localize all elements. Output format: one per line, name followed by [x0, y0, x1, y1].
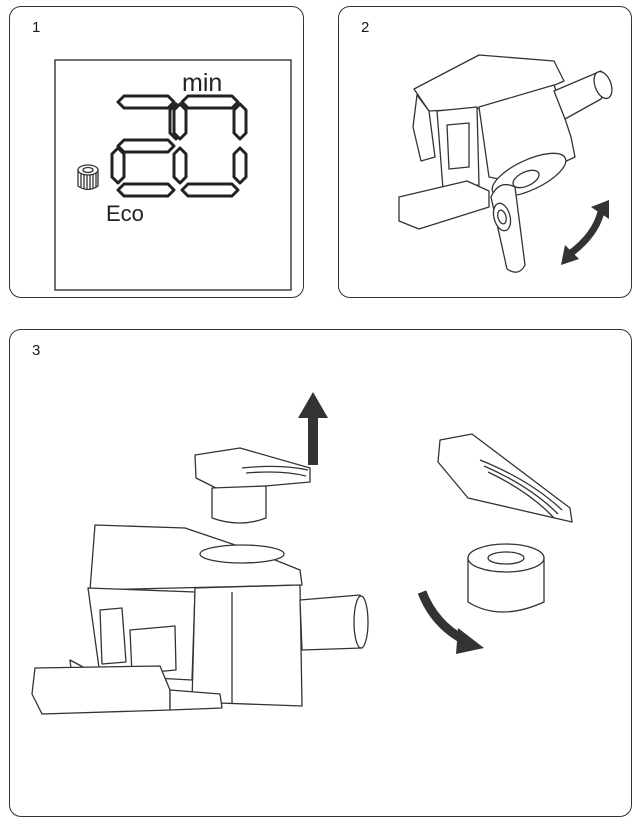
cyclone-top-opening: [199, 544, 285, 564]
step-2-panel: 2: [338, 6, 632, 298]
filter-icon: [77, 164, 99, 191]
vacuum-drawing-open: [398, 54, 613, 273]
vacuum-drawing-filter-removal: [31, 392, 573, 715]
curved-double-arrow-icon: [561, 200, 609, 265]
removed-lid: [194, 447, 311, 491]
lid-stem: [211, 485, 267, 524]
dust-bin: [191, 584, 303, 707]
filter-cylinder: [467, 557, 545, 613]
lcd-screen-frame: [54, 59, 292, 291]
unit-label: min: [182, 69, 222, 97]
digit-0: [172, 94, 248, 198]
battery-pack: [398, 180, 490, 230]
inlet-tube: [299, 594, 363, 651]
step-1-panel: 1 min Eco: [9, 6, 304, 298]
step-number: 3: [32, 342, 41, 359]
mode-label: Eco: [106, 201, 144, 226]
curved-arrow-icon: [417, 590, 484, 654]
step-number: 2: [361, 19, 370, 36]
battery-pack: [31, 665, 171, 715]
filter-cover: [437, 433, 573, 523]
step-3-panel: 3: [9, 329, 632, 817]
step-number: 1: [32, 19, 41, 36]
lcd-display: min Eco: [54, 59, 292, 291]
digit-2: [110, 94, 184, 198]
up-arrow-icon: [298, 392, 328, 465]
vacuum-handle-back: [412, 94, 436, 162]
